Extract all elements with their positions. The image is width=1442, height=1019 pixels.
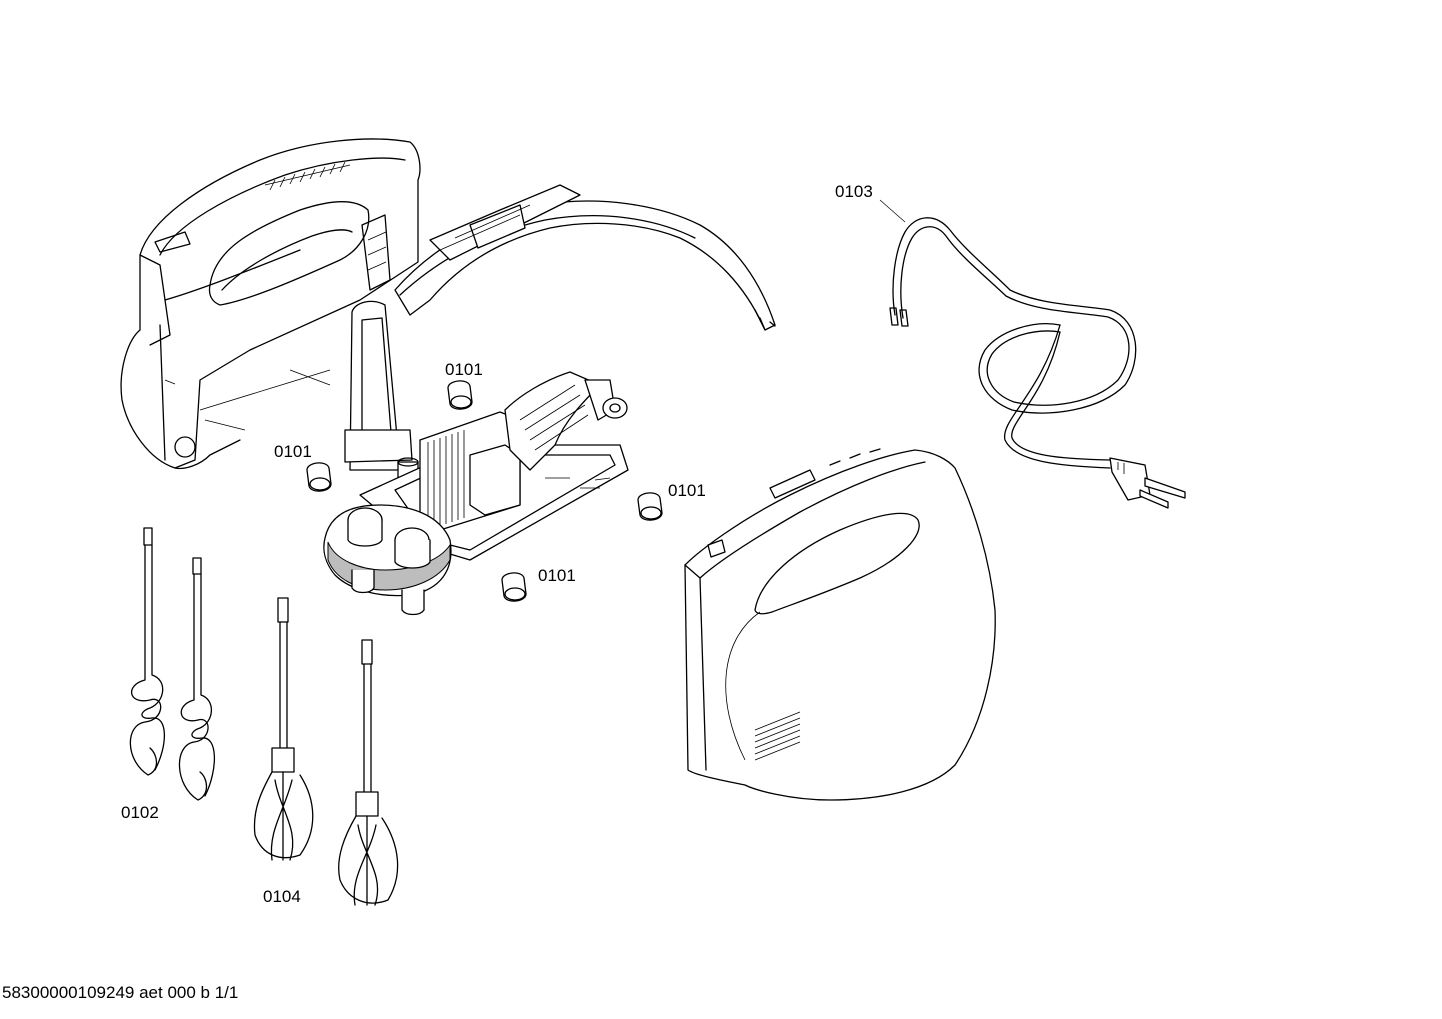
label-bushing-bottom: 0101: [538, 566, 576, 585]
power-cord: [889, 217, 1186, 509]
label-bushing-right: 0101: [668, 481, 706, 500]
label-bushing-top: 0101: [445, 360, 483, 379]
label-dough-hooks: 0102: [121, 803, 159, 822]
front-housing-shell: [684, 448, 996, 801]
rear-housing-shell: [120, 138, 421, 470]
switch-slider-frame: [344, 300, 419, 486]
motor-assembly: [323, 371, 629, 616]
beater-right: [338, 639, 399, 906]
switch-cover-strip: [394, 184, 776, 331]
leader-line-cord: [879, 199, 906, 223]
bushing-top: [447, 380, 473, 410]
bushing-left: [306, 462, 332, 492]
label-bushing-left: 0101: [274, 442, 312, 461]
beater-left: [253, 597, 314, 861]
dough-hook-right: [178, 557, 216, 801]
label-power-cord: 0103: [835, 182, 873, 201]
dough-hook-left: [129, 527, 166, 776]
bushing-bottom: [501, 572, 527, 602]
label-beaters: 0104: [263, 887, 301, 906]
bushing-right: [637, 492, 663, 521]
drawing-reference-number: 58300000109249 aet 000 b 1/1: [2, 983, 238, 1002]
